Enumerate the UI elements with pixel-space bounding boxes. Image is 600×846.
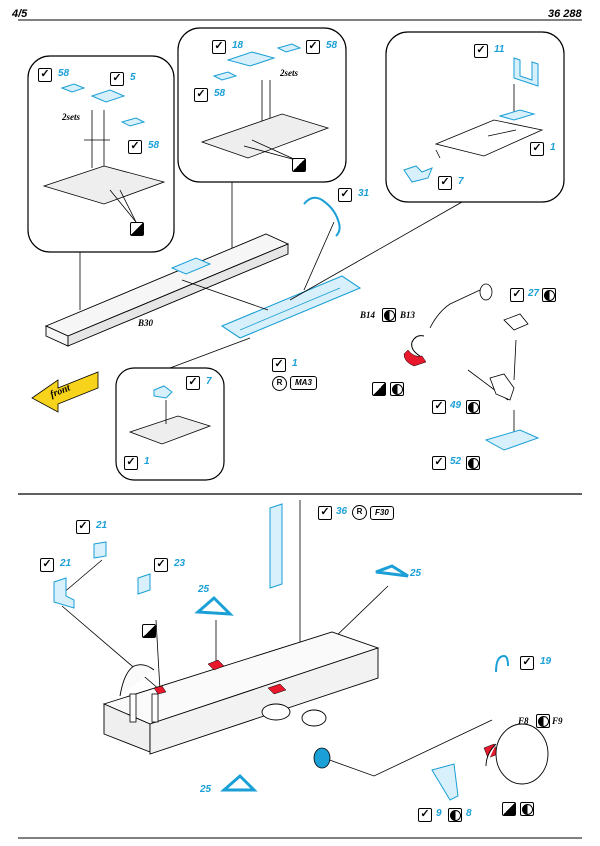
kit-code: 36 288 — [548, 8, 582, 20]
part-25: 25 — [198, 584, 210, 595]
diagonal-icon — [372, 382, 386, 396]
part-31: 31 — [358, 188, 370, 199]
check-icon — [124, 456, 138, 470]
bubble-1-parts — [60, 83, 146, 127]
check-icon — [418, 808, 432, 822]
part-58: 58 — [58, 68, 70, 79]
tag-ma3: MA3 — [290, 376, 317, 390]
resin-icon: R — [272, 376, 287, 391]
check-icon — [432, 400, 446, 414]
check-icon — [432, 456, 446, 470]
diagonal-icon — [292, 158, 306, 172]
part-1: 1 — [550, 142, 556, 153]
resin-icon: R — [352, 505, 367, 520]
part-27: 27 — [528, 288, 540, 299]
check-icon — [510, 288, 524, 302]
check-icon — [520, 656, 534, 670]
paint-icon — [536, 714, 550, 728]
check-icon — [272, 358, 286, 372]
part-25: 25 — [200, 784, 212, 795]
part-11: 11 — [494, 44, 505, 55]
label-f9: F9 — [552, 716, 563, 726]
part-36: 36 — [336, 506, 348, 517]
part-1: 1 — [144, 456, 150, 467]
label-2sets-b: 2sets — [280, 68, 298, 78]
part-5: 5 — [130, 72, 136, 83]
check-icon — [186, 376, 200, 390]
diagonal-icon — [142, 624, 156, 638]
label-b13: B13 — [400, 310, 416, 320]
check-icon — [474, 44, 488, 58]
check-icon — [38, 68, 52, 82]
part-58: 58 — [148, 140, 160, 151]
label-2sets-a: 2sets — [62, 112, 80, 122]
part-21: 21 — [96, 520, 108, 531]
part-19: 19 — [540, 656, 552, 667]
paint-icon — [382, 308, 396, 322]
check-icon — [338, 188, 352, 202]
check-icon — [318, 506, 332, 520]
paint-icon — [390, 382, 404, 396]
part-49: 49 — [450, 400, 462, 411]
check-icon — [76, 520, 90, 534]
check-icon — [40, 558, 54, 572]
part-8: 8 — [466, 808, 472, 819]
check-icon — [194, 88, 208, 102]
part-58: 58 — [214, 88, 226, 99]
part-25: 25 — [410, 568, 422, 579]
check-icon — [110, 72, 124, 86]
detail-bubble-1 — [27, 55, 175, 253]
part-18: 18 — [232, 40, 244, 51]
label-b14: B14 — [360, 310, 376, 320]
part-52: 52 — [450, 456, 462, 467]
check-icon — [438, 176, 452, 190]
front-arrow — [31, 371, 99, 413]
page-number: 4/5 — [12, 8, 28, 20]
paint-icon — [542, 288, 556, 302]
check-icon — [128, 140, 142, 154]
engine-deck — [102, 631, 380, 755]
part-7: 7 — [206, 376, 212, 387]
diagonal-icon — [130, 222, 144, 236]
part-23: 23 — [174, 558, 186, 569]
part-1: 1 — [292, 358, 298, 369]
label-f8: F8 — [518, 716, 529, 726]
part-58: 58 — [326, 40, 338, 51]
check-icon — [530, 142, 544, 156]
paint-icon — [448, 808, 462, 822]
part-9: 9 — [436, 808, 442, 819]
label-b30: B30 — [138, 318, 154, 328]
check-icon — [212, 40, 226, 54]
check-icon — [306, 40, 320, 54]
part-7: 7 — [458, 176, 464, 187]
tag-f30: F30 — [370, 506, 394, 520]
floor-pan-top — [44, 233, 290, 347]
paint-icon — [466, 456, 480, 470]
etched-panel — [220, 275, 362, 339]
part-21: 21 — [60, 558, 72, 569]
paint-icon — [520, 802, 534, 816]
check-icon — [154, 558, 168, 572]
paint-icon — [466, 400, 480, 414]
diagonal-icon — [502, 802, 516, 816]
